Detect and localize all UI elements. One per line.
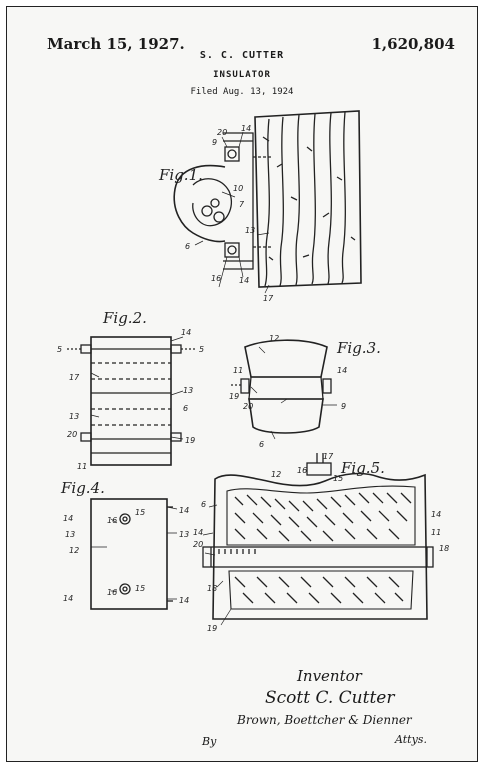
filed-date: Filed Aug. 13, 1924	[190, 87, 294, 97]
ref-18-fig5-left: 18	[207, 584, 217, 593]
ref-15-fig4-bottom: 15	[135, 584, 145, 593]
figure-3-drawing	[231, 339, 332, 434]
ref-14-fig4-left-bottom: 14	[63, 594, 73, 603]
inventor-signature: Scott C. Cutter	[265, 688, 395, 708]
patent-sheet: March 15, 1927. 1,620,804 S. C. CUTTER I…	[6, 6, 478, 762]
fig-2-label: Fig.2.	[102, 309, 147, 327]
ref-14-fig1-top: 14	[241, 124, 251, 133]
ref-16-fig4-top: 16	[107, 516, 117, 525]
ref-11-fig3: 11	[233, 366, 243, 375]
ref-19-fig2: 19	[185, 436, 195, 445]
ref-14-fig4-right-bottom: 14	[179, 596, 189, 605]
figure-5-drawing	[202, 453, 434, 620]
ref-5-fig2-left: 5	[57, 345, 62, 354]
attorneys-label: Attys.	[395, 733, 427, 746]
figure-1-drawing	[173, 110, 362, 288]
ref-19-fig5: 19	[207, 624, 217, 633]
ref-14-fig5-right: 14	[431, 510, 441, 519]
fig-5-label: Fig.5.	[340, 459, 385, 477]
ref-14-fig3: 14	[337, 366, 347, 375]
patent-drawing: Fig.1. Fig.2. Fig.3. Fig.4. Fig.5. 20 14…	[57, 110, 449, 633]
fig-1-label: Fig.1.	[158, 166, 203, 184]
ref-17-fig1: 17	[263, 294, 274, 303]
ref-11-fig2: 11	[77, 462, 87, 471]
ref-6-fig3: 6	[259, 440, 264, 449]
ref-16-fig4-bottom: 16	[107, 588, 117, 597]
ref-13-fig2-right: 13	[183, 386, 193, 395]
ref-12-fig4: 12	[69, 546, 79, 555]
figure-2-drawing	[67, 336, 195, 466]
ref-16-fig1: 16	[211, 274, 221, 283]
ref-14-fig1-bottom: 14	[239, 276, 249, 285]
ref-7-fig1: 7	[239, 200, 245, 209]
fig-4-label: Fig.4.	[60, 479, 105, 497]
ref-9-fig1: 9	[212, 138, 217, 147]
ref-20-fig2: 20	[67, 430, 77, 439]
ref-17-fig2: 17	[69, 373, 80, 382]
attorney-firm-signature: Brown, Boettcher & Dienner	[237, 713, 412, 727]
ref-14-fig4-right-top: 14	[179, 506, 189, 515]
ref-15-fig4-top: 15	[135, 508, 145, 517]
ref-5-fig2-right: 5	[199, 345, 204, 354]
ref-19-fig3: 19	[229, 392, 239, 401]
patent-number: 1,620,804	[371, 35, 455, 53]
patent-title: INSULATOR	[213, 70, 271, 80]
ref-16-fig5: 16	[297, 466, 307, 475]
ref-12-fig3: 12	[269, 334, 279, 343]
fig-3-label: Fig.3.	[336, 339, 381, 357]
ref-15-fig5: 15	[333, 474, 343, 483]
ref-13-fig2-left: 13	[69, 412, 79, 421]
ref-14-fig2: 14	[181, 328, 191, 337]
by-label: By	[202, 735, 217, 748]
inventor-name-header: S. C. CUTTER	[199, 50, 285, 61]
ref-14-fig4-left-top: 14	[63, 514, 73, 523]
ref-13-fig4-left: 13	[65, 530, 75, 539]
patent-date: March 15, 1927.	[47, 35, 185, 53]
ref-9-fig3: 9	[341, 402, 346, 411]
ref-11-fig5: 11	[431, 528, 441, 537]
ref-12-fig5: 12	[271, 470, 281, 479]
ref-18-fig5-right: 18	[439, 544, 449, 553]
ref-17-fig5: 17	[323, 452, 334, 461]
ref-13-fig4-right: 13	[179, 530, 189, 539]
ref-20-fig3: 20	[243, 402, 253, 411]
ref-20-fig5: 20	[193, 540, 203, 549]
figure-4-drawing	[90, 498, 173, 610]
ref-6-fig1: 6	[185, 242, 190, 251]
ref-6-fig5: 6	[201, 500, 206, 509]
ref-6-fig2: 6	[183, 404, 188, 413]
inventor-label: Inventor	[297, 667, 362, 685]
ref-10-fig1: 10	[233, 184, 243, 193]
ref-20-fig1: 20	[217, 128, 227, 137]
ref-14-fig5-left: 14	[193, 528, 203, 537]
ref-13-fig1: 13	[245, 226, 255, 235]
